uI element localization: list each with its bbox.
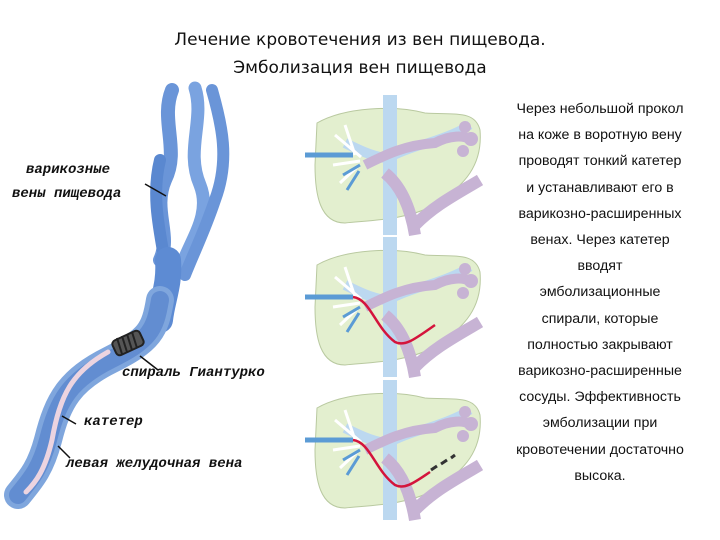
liver-panel-3: [305, 380, 480, 520]
label-catheter: катетер: [84, 414, 143, 430]
esophageal-varices-illustration: [4, 81, 230, 509]
liver-panel-2: [305, 237, 480, 377]
liver-panel-1: [305, 95, 480, 235]
catheter-path: [352, 295, 436, 345]
label-esophageal-veins: вены пищевода: [12, 186, 122, 202]
catheter-path: [352, 438, 431, 488]
embolization-coils: [430, 453, 456, 472]
coil-drawing: [111, 329, 145, 357]
label-gianturco-coil: спираль Гиантурко: [122, 365, 265, 381]
label-left-gastric-vein: левая желудочная вена: [66, 456, 243, 472]
catheter-drawing: [23, 349, 111, 495]
slide-title: Лечение кровотечения из вен пищевода. Эм…: [120, 26, 600, 82]
title-line-2: Эмболизация вен пищевода: [233, 58, 487, 78]
label-varicose-veins: варикозные: [26, 162, 111, 178]
description-text: Через небольшой прокол на коже в воротну…: [516, 101, 684, 484]
leader-lines: [57, 183, 167, 459]
title-line-1: Лечение кровотечения из вен пищевода.: [174, 30, 546, 50]
